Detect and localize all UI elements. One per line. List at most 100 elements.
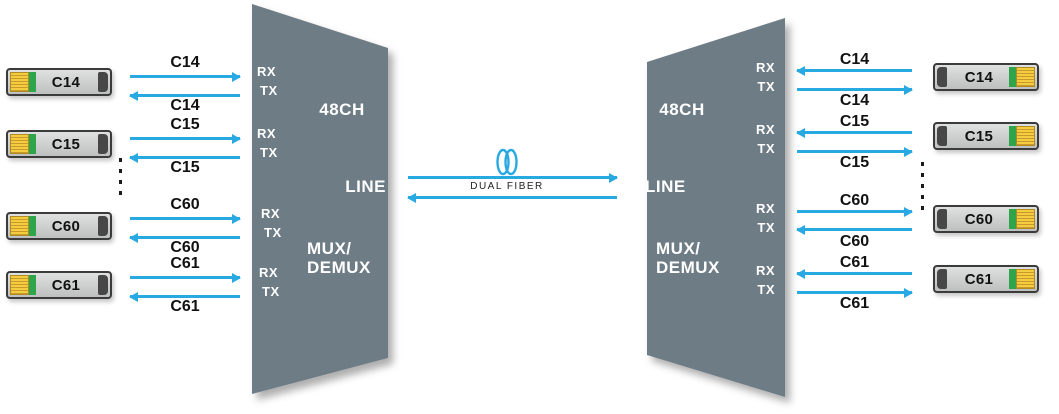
connector-fins-icon	[10, 275, 29, 295]
fiber-arrow-return	[407, 192, 617, 203]
right-mux-channel-count: 48CH	[659, 100, 705, 119]
connector-stripe	[1009, 126, 1016, 146]
latch-tab	[937, 67, 947, 87]
channel-arrow	[796, 224, 912, 235]
channel-arrow	[129, 291, 240, 302]
transceiver-module-right-c60: C60	[933, 205, 1039, 233]
right-mux-mux-label: MUX/	[656, 239, 701, 258]
channel-label: C14	[170, 97, 200, 114]
left-mux-demux-label: DEMUX	[307, 258, 371, 277]
connector-stripe	[1009, 209, 1016, 229]
connector-fins-icon	[10, 72, 29, 92]
module-label: C14	[964, 68, 994, 86]
left-mux-channel-count: 48CH	[319, 100, 365, 119]
tx-port-label: TX	[757, 220, 775, 235]
rx-port-label: RX	[755, 263, 775, 278]
left-ellipsis-dashes	[119, 158, 122, 202]
module-label: C60	[964, 210, 994, 228]
transceiver-module-right-c61: C61	[933, 265, 1039, 293]
latch-tab	[98, 72, 108, 92]
channel-label: C60	[170, 239, 200, 256]
rx-port-label: RX	[755, 122, 775, 137]
channel-label: C61	[839, 254, 870, 271]
rx-port-label: RX	[257, 64, 277, 79]
transceiver-module-left-c61: C61	[6, 271, 112, 299]
module-label: C61	[51, 276, 81, 294]
rx-port-label: RX	[259, 265, 279, 280]
module-label: C15	[964, 127, 994, 145]
latch-tab	[937, 209, 947, 229]
right-mux-shape	[647, 18, 785, 397]
latch-tab	[98, 134, 108, 154]
module-label: C14	[51, 73, 81, 91]
transceiver-module-left-c14: C14	[6, 68, 112, 96]
channel-label: C14	[170, 54, 200, 71]
tx-port-label: TX	[264, 225, 282, 240]
connector-fins-icon	[1016, 269, 1035, 289]
right-mux-line-label: LINE	[645, 177, 686, 196]
channel-label: C60	[839, 233, 870, 250]
channel-arrow	[130, 213, 241, 224]
channel-arrow	[796, 127, 912, 138]
connector-stripe	[29, 72, 36, 92]
connector-fins-icon	[10, 134, 29, 154]
connector-fins-icon	[1016, 126, 1035, 146]
rx-port-label: RX	[257, 126, 277, 141]
module-label: C60	[51, 217, 81, 235]
channel-arrow	[129, 90, 240, 101]
fiber-coil-icon	[496, 148, 518, 176]
tx-port-label: TX	[757, 282, 775, 297]
channel-label: C61	[170, 298, 200, 315]
channel-label: C15	[170, 116, 200, 133]
rx-port-label: RX	[755, 60, 775, 75]
transceiver-module-left-c15: C15	[6, 130, 112, 158]
channel-arrow	[129, 152, 240, 163]
left-mux-mux-label: MUX/	[307, 239, 352, 258]
latch-tab	[98, 216, 108, 236]
transceiver-module-left-c60: C60	[6, 212, 112, 240]
channel-label: C61	[839, 295, 870, 312]
latch-tab	[98, 275, 108, 295]
connector-stripe	[29, 216, 36, 236]
left-mux-shape	[252, 4, 388, 394]
transceiver-module-right-c15: C15	[933, 122, 1039, 150]
right-mux-demux-label: DEMUX	[656, 258, 720, 277]
channel-label: C14	[839, 92, 870, 109]
channel-label: C61	[170, 255, 200, 272]
connector-stripe	[1009, 67, 1016, 87]
channel-label: C60	[839, 192, 870, 209]
channel-arrow	[797, 146, 913, 157]
channel-label: C15	[839, 113, 870, 130]
right-ellipsis-dashes	[921, 162, 924, 210]
transceiver-module-right-c14: C14	[933, 63, 1039, 91]
connector-stripe	[29, 134, 36, 154]
channel-label: C60	[170, 196, 200, 213]
tx-port-label: TX	[260, 83, 278, 98]
tx-port-label: TX	[260, 145, 278, 160]
tx-port-label: TX	[757, 79, 775, 94]
channel-arrow	[797, 206, 913, 217]
tx-port-label: TX	[262, 284, 280, 299]
channel-arrow	[130, 272, 241, 283]
left-mux-line-label: LINE	[345, 177, 386, 196]
latch-tab	[937, 269, 947, 289]
channel-arrow	[130, 71, 241, 82]
channel-arrow	[796, 65, 912, 76]
tx-port-label: TX	[757, 141, 775, 156]
channel-arrow	[797, 287, 913, 298]
latch-tab	[937, 126, 947, 146]
module-label: C61	[964, 270, 994, 288]
connector-fins-icon	[1016, 209, 1035, 229]
channel-label: C14	[839, 51, 870, 68]
channel-arrow	[797, 84, 913, 95]
channel-label: C15	[839, 154, 870, 171]
channel-arrow	[130, 133, 241, 144]
connector-stripe	[1009, 269, 1016, 289]
module-label: C15	[51, 135, 81, 153]
channel-arrow	[129, 232, 240, 243]
rx-port-label: RX	[755, 201, 775, 216]
connector-fins-icon	[10, 216, 29, 236]
channel-label: C15	[170, 159, 200, 176]
